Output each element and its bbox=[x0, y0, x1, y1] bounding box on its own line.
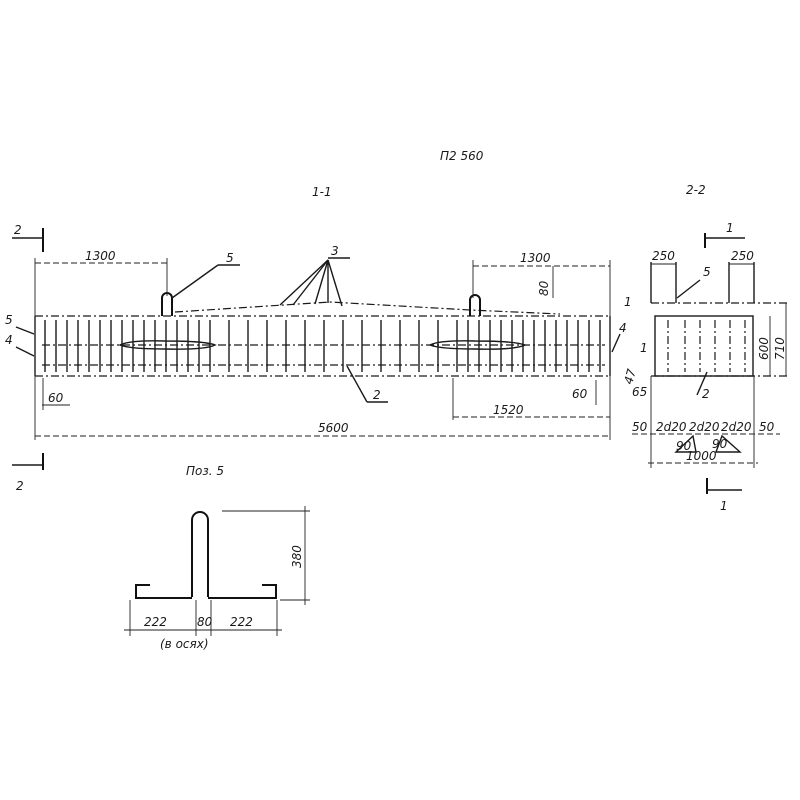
section-mark-bottom-label: 2 bbox=[16, 479, 24, 493]
detail-pos-5: Поз. 5 380 222 80 222 (в осях) bbox=[124, 464, 310, 651]
dim-222-right: 222 bbox=[230, 615, 253, 629]
callout-5: 5 bbox=[703, 265, 711, 279]
bottom-dim-row: 50 2d20 2d20 2d20 50 bbox=[632, 420, 775, 434]
leader-line bbox=[171, 264, 219, 299]
leader-line bbox=[611, 333, 621, 353]
callout-5: 5 bbox=[226, 251, 234, 265]
angle-triangle-right bbox=[714, 434, 742, 453]
dim-5600: 5600 bbox=[318, 421, 349, 435]
dim-right-60: 60 bbox=[572, 387, 588, 401]
dim-222-left: 222 bbox=[144, 615, 167, 629]
leader-line bbox=[696, 371, 708, 396]
angle-90-left: 90 bbox=[676, 439, 692, 453]
top-slope-line bbox=[174, 301, 561, 315]
callout-3: 3 bbox=[331, 244, 339, 258]
dim-bottom-4: 50 bbox=[759, 420, 775, 434]
angle-90-right: 90 bbox=[712, 437, 728, 451]
leader-line bbox=[676, 279, 701, 299]
callout-left-4: 4 bbox=[5, 333, 13, 347]
dim-bottom-1: 2d20 bbox=[656, 420, 687, 434]
stirrups bbox=[44, 320, 601, 372]
callout-2: 2 bbox=[373, 388, 381, 402]
detail-arms bbox=[135, 584, 277, 599]
detail-stem bbox=[191, 511, 209, 597]
post-right bbox=[469, 294, 481, 316]
detail-label: Поз. 5 bbox=[186, 464, 224, 478]
dim-bottom-3: 2d20 bbox=[721, 420, 752, 434]
leader-line bbox=[15, 346, 35, 357]
dim-left-60: 60 bbox=[48, 391, 64, 405]
leader-line bbox=[346, 365, 368, 403]
post-left-base bbox=[118, 340, 217, 350]
callout-2: 2 bbox=[702, 387, 710, 401]
dim-1520: 1520 bbox=[493, 403, 524, 417]
dim-1000: 1000 bbox=[686, 449, 717, 463]
section-mark-top-label: 1 bbox=[726, 221, 734, 235]
post-left bbox=[161, 292, 173, 316]
section-mark-bottom-label: 1 bbox=[720, 499, 728, 513]
detail-note: (в осях) bbox=[160, 637, 209, 651]
leader-line bbox=[15, 326, 35, 335]
dim-bottom-2: 2d20 bbox=[689, 420, 720, 434]
section-2-2-label: 2-2 bbox=[686, 183, 706, 197]
angle-triangle-left bbox=[674, 434, 697, 453]
dim-left-1300: 1300 bbox=[85, 249, 116, 263]
dim-right-1300: 1300 bbox=[520, 251, 551, 265]
post-right-base bbox=[428, 340, 527, 350]
dim-80: 80 bbox=[197, 615, 213, 629]
dim-47: 47 bbox=[621, 367, 639, 386]
dim-80: 80 bbox=[537, 280, 551, 296]
callout-4: 4 bbox=[619, 321, 627, 335]
callout-3-leaders bbox=[279, 257, 350, 307]
callout-left-5: 5 bbox=[5, 313, 13, 327]
section-bars bbox=[667, 320, 746, 372]
dim-250-left: 250 bbox=[652, 249, 675, 263]
section-1-1: 1-1 2 2 1300 1300 80 5600 bbox=[5, 185, 632, 493]
dim-600: 600 bbox=[757, 337, 771, 360]
dim-bottom-0: 50 bbox=[632, 420, 648, 434]
section-1-1-label: 1-1 bbox=[312, 185, 332, 199]
section-mark-top-label: 2 bbox=[14, 223, 22, 237]
section-body bbox=[654, 315, 754, 377]
dim-65: 65 bbox=[632, 385, 647, 399]
callout-mark-1: 1 bbox=[640, 341, 648, 355]
section-2-2: 2-2 1 1 250 250 5 600 710 65 47 1 2 50 2… bbox=[621, 183, 790, 513]
callout-1: 1 bbox=[624, 295, 632, 309]
dim-710: 710 bbox=[773, 337, 787, 360]
dim-380: 380 bbox=[290, 545, 304, 568]
drawing-title: П2 560 bbox=[440, 149, 484, 163]
dim-250-right: 250 bbox=[731, 249, 754, 263]
